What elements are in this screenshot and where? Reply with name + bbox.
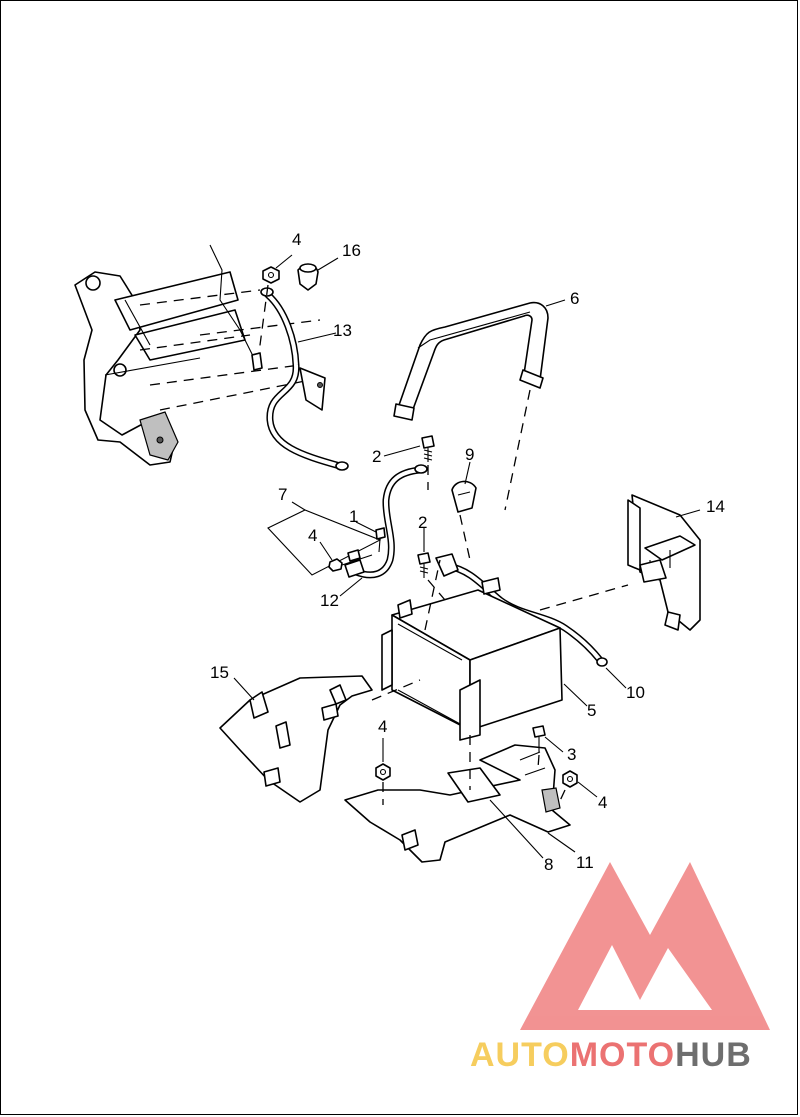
cap-16 <box>297 263 319 291</box>
watermark-hub: HUB <box>675 1036 752 1074</box>
callout-13: 13 <box>333 321 352 340</box>
watermark-logo: AUTOMOTOHUB <box>470 862 770 1074</box>
callout-4-bottom-right: 4 <box>598 793 607 812</box>
nut-4-left <box>375 763 391 805</box>
callout-4-bottom-left: 4 <box>378 717 387 736</box>
callout-14: 14 <box>706 497 725 516</box>
hold-down-strap-6 <box>393 301 549 511</box>
watermark-moto: MOTO <box>570 1036 675 1074</box>
frame-section <box>74 244 326 466</box>
callout-5: 5 <box>587 701 596 720</box>
terminal-cover-9 <box>451 480 477 561</box>
bolt-3 <box>532 725 546 769</box>
battery-5 <box>381 559 563 741</box>
battery-tray-14 <box>539 494 701 631</box>
bolt-2-top <box>421 435 435 490</box>
callout-4-mid: 4 <box>308 526 317 545</box>
callout-12: 12 <box>320 591 339 610</box>
callout-labels: 4 16 6 13 2 9 7 14 1 2 4 12 15 10 5 4 3 … <box>210 230 725 874</box>
callout-4-top: 4 <box>292 230 301 249</box>
side-cover-15 <box>219 675 421 803</box>
callout-16: 16 <box>342 241 361 260</box>
leader-lines <box>233 254 701 859</box>
kit-7 <box>267 509 386 576</box>
nut-4-top <box>251 266 280 371</box>
callout-11: 11 <box>576 853 594 872</box>
nut-4-right <box>557 770 578 806</box>
callout-2-mid: 2 <box>418 513 427 532</box>
callout-6: 6 <box>570 289 579 308</box>
callout-8: 8 <box>544 855 553 874</box>
callout-1: 1 <box>349 507 358 526</box>
callout-15: 15 <box>210 663 229 682</box>
callout-2-top: 2 <box>372 447 381 466</box>
watermark-triangle-icon <box>520 862 770 1030</box>
cable-12 <box>344 464 428 579</box>
ground-cable-13 <box>260 287 349 471</box>
watermark-auto: AUTO <box>470 1036 570 1074</box>
bolt-2-mid <box>417 552 446 601</box>
callout-10: 10 <box>626 683 645 702</box>
watermark-text: AUTOMOTOHUB <box>470 1036 752 1074</box>
mounting-plate-11 <box>344 735 571 863</box>
callout-7: 7 <box>278 485 287 504</box>
callout-9: 9 <box>465 445 474 464</box>
callout-3: 3 <box>567 745 576 764</box>
